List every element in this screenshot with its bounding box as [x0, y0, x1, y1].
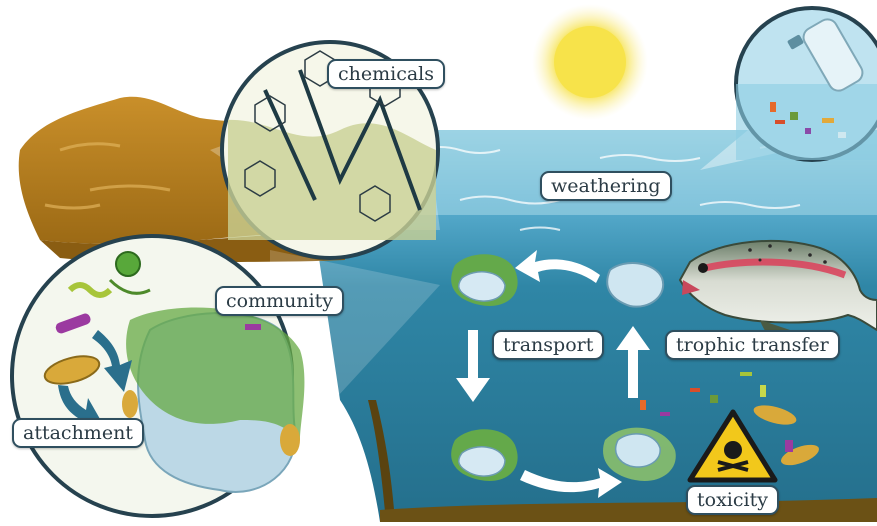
attachment-arrows — [58, 330, 132, 428]
sun — [532, 4, 648, 120]
plastic-bottle-icon — [787, 18, 864, 92]
aggregate-bottom-middle — [603, 427, 676, 481]
microbe-cells — [43, 251, 300, 456]
label-transport: transport — [492, 330, 605, 360]
arrow-down — [456, 330, 490, 402]
chemicals-inset — [220, 40, 440, 260]
plastic-fragments — [770, 102, 846, 138]
aggregate-bottom-left — [451, 429, 518, 481]
plastic-fragment-clean — [606, 262, 665, 308]
label-weathering: weathering — [540, 171, 672, 201]
arrow-up — [616, 326, 650, 398]
label-community: community — [215, 286, 345, 316]
label-chemicals: chemicals — [327, 59, 446, 89]
community-inset — [10, 234, 305, 518]
label-toxicity: toxicity — [686, 485, 779, 515]
plastic-inset — [734, 6, 877, 162]
label-trophic-transfer: trophic transfer — [665, 330, 840, 360]
transport-cycle-arrows — [456, 250, 650, 498]
microplastic-particles — [640, 372, 819, 466]
arrow-right — [520, 468, 622, 498]
label-attachment: attachment — [12, 418, 144, 448]
toxicity-warning-icon — [687, 409, 778, 483]
aggregate-top-left — [451, 254, 518, 306]
arrow-left — [515, 250, 600, 283]
